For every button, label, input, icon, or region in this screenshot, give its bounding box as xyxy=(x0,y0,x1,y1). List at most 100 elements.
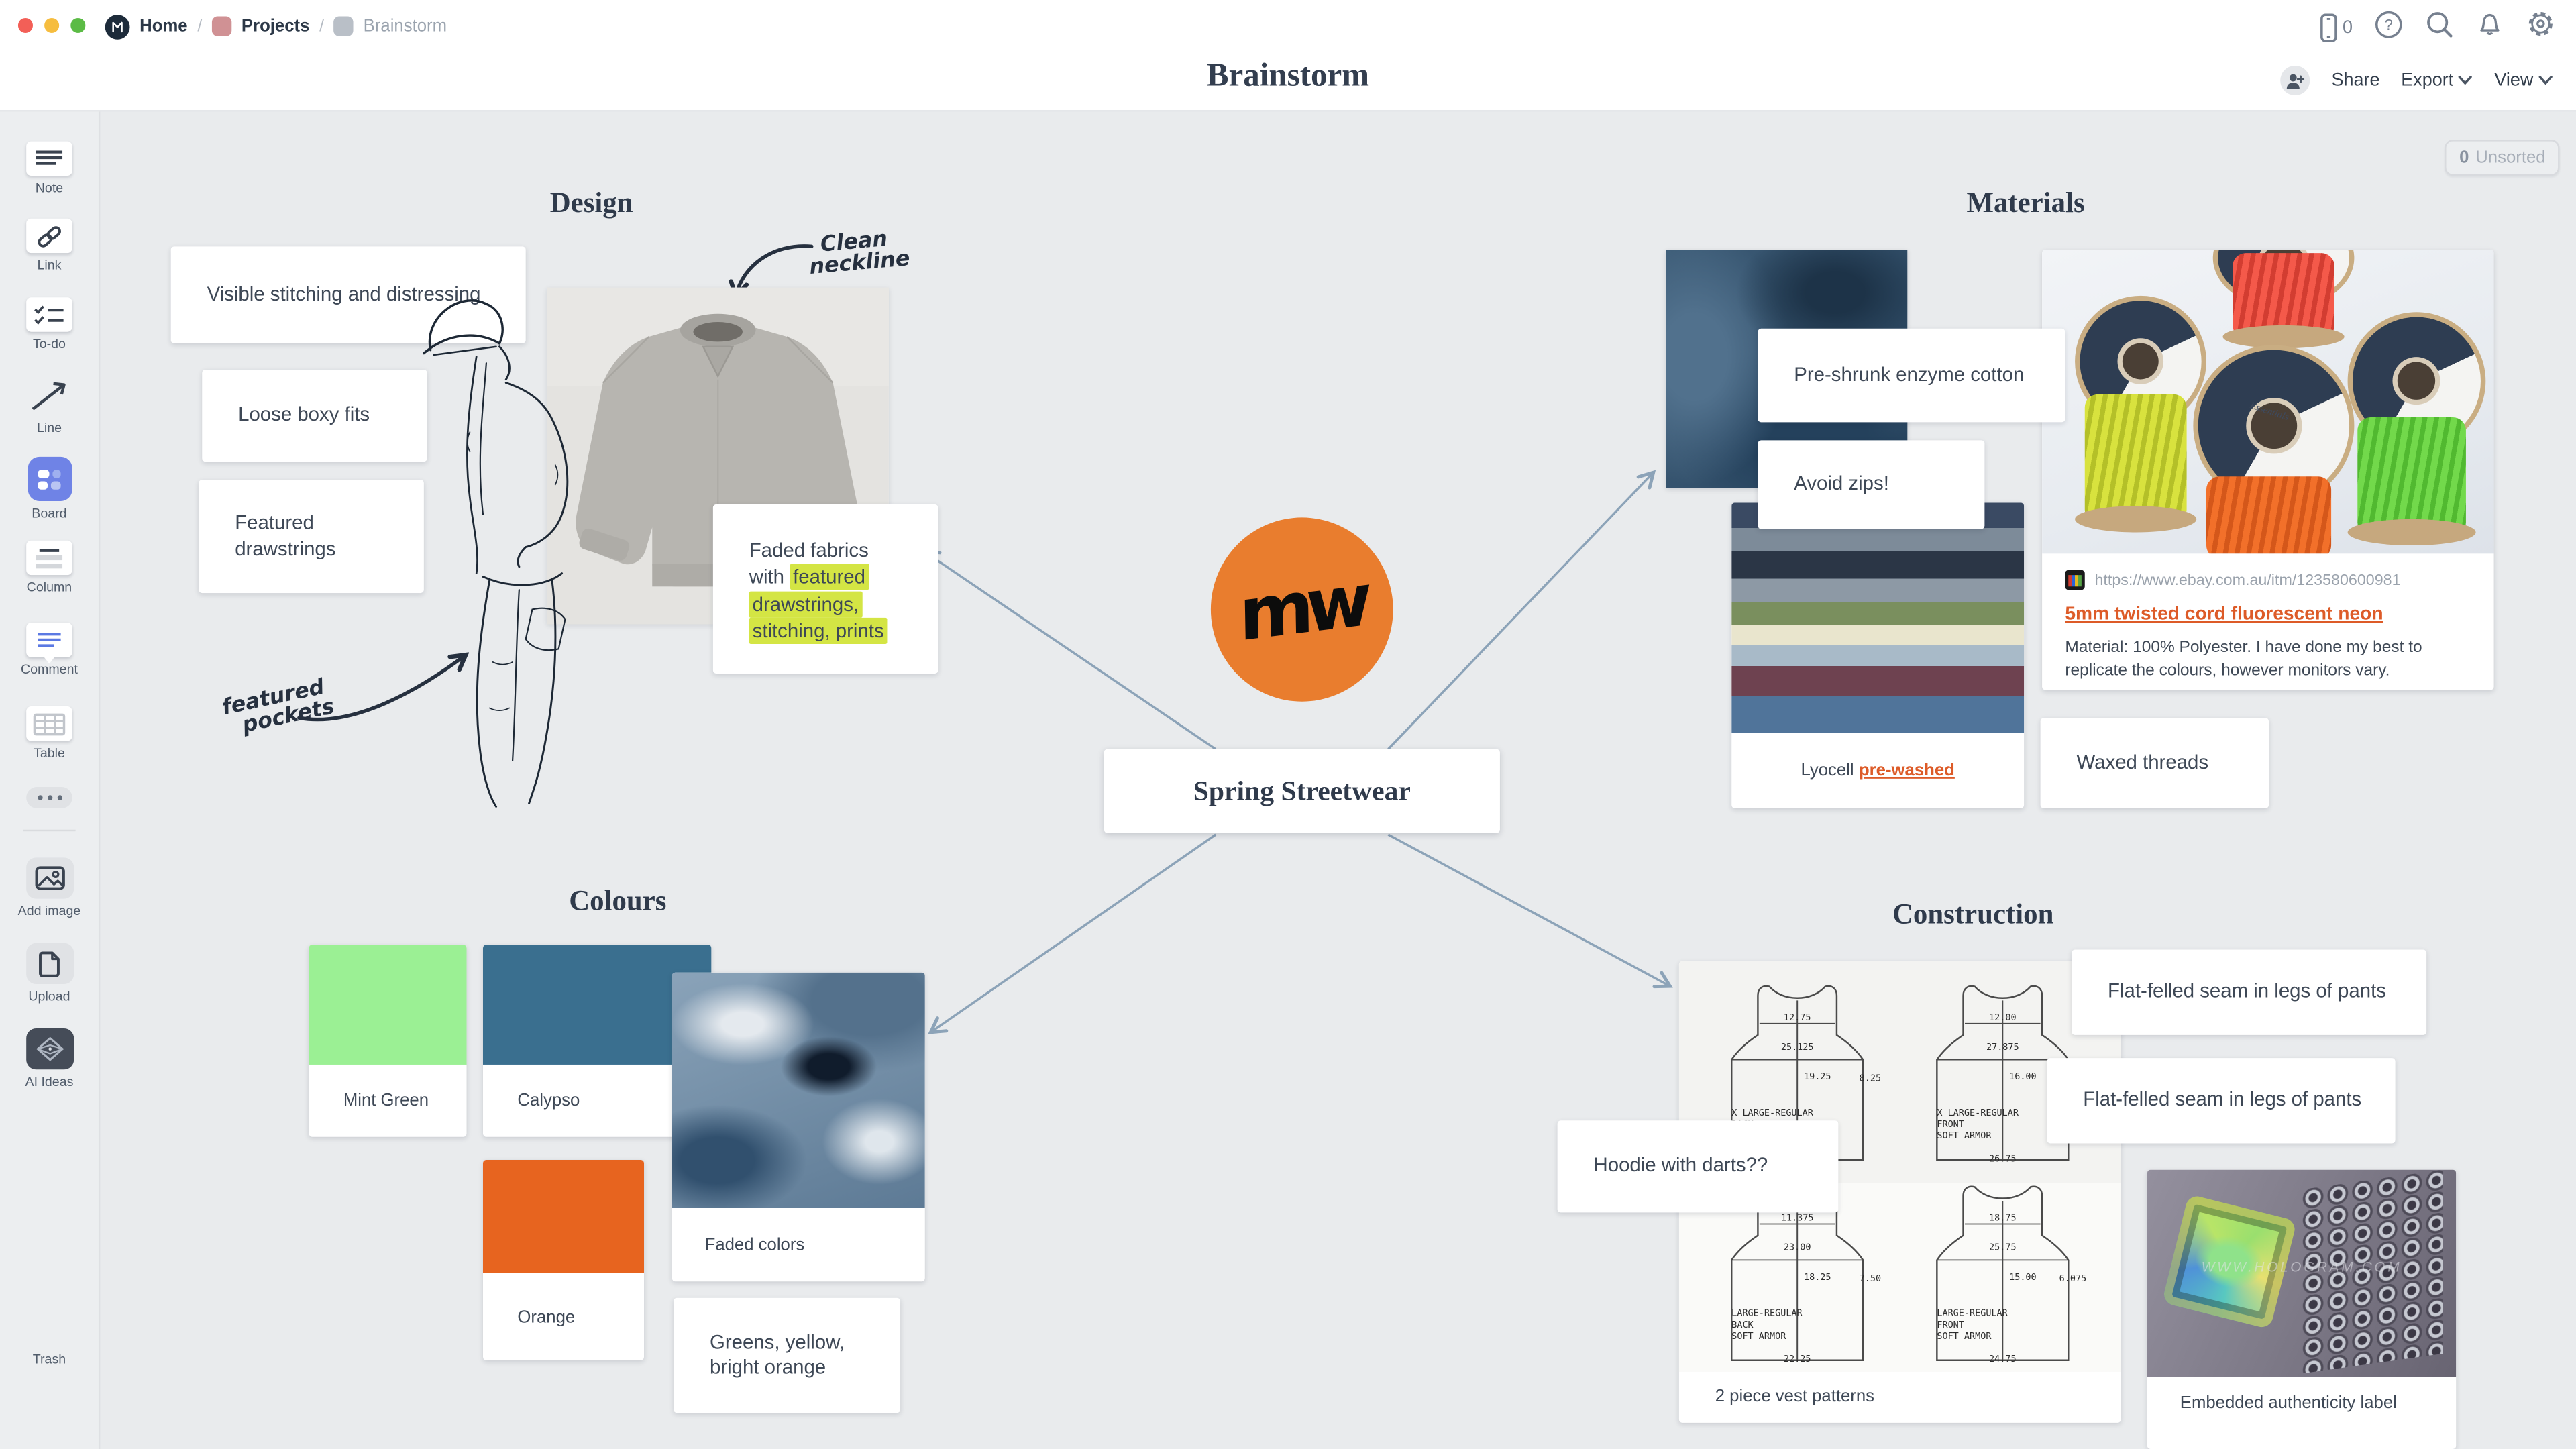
cord-spools-photo: Essentials xyxy=(2042,250,2494,554)
link-url[interactable]: https://www.ebay.com.au/itm/123580600981 xyxy=(2094,571,2401,589)
folded-fabrics-photo xyxy=(1731,502,2025,733)
tool-trash[interactable]: Trash xyxy=(32,1352,66,1367)
tool-note[interactable]: Note xyxy=(0,141,99,195)
search-icon[interactable] xyxy=(2425,9,2455,46)
note-card[interactable]: Flat-felled seam in legs of pants xyxy=(2047,1058,2396,1144)
tool-ai-ideas[interactable]: AI Ideas xyxy=(0,1028,99,1089)
page-title[interactable]: Brainstorm xyxy=(1206,57,1370,94)
link-title[interactable]: 5mm twisted cord fluorescent neon xyxy=(2065,604,2383,625)
note-card[interactable]: Avoid zips! xyxy=(1758,440,1985,529)
tool-link[interactable]: Link xyxy=(0,218,99,273)
notifications-bell-icon[interactable] xyxy=(2476,9,2504,46)
highlighted-text: featured xyxy=(790,564,869,590)
center-topic-card[interactable]: Spring Streetwear xyxy=(1104,749,1500,833)
comment-icon xyxy=(26,623,72,664)
lyocell-image-card[interactable]: Lyocell pre-washed xyxy=(1731,502,2025,808)
svg-text:?: ? xyxy=(2385,15,2393,32)
note-card[interactable]: Featured drawstrings xyxy=(199,480,424,594)
tool-todo[interactable]: To-do xyxy=(0,297,99,352)
window-zoom-button[interactable] xyxy=(70,17,86,33)
brand-logo-image[interactable]: mw xyxy=(1210,517,1393,702)
breadcrumb-home[interactable]: Home xyxy=(140,16,188,36)
settings-gear-icon[interactable] xyxy=(2525,8,2557,48)
breadcrumb-separator: / xyxy=(319,17,324,36)
window-close-button[interactable] xyxy=(17,17,33,33)
ai-ideas-gem-icon xyxy=(25,1028,73,1070)
hologram-label-photo: WWW.HOLOGRAM.COM xyxy=(2147,1169,2457,1377)
highlighted-text: drawstrings, xyxy=(749,590,862,617)
note-card-faded-fabrics[interactable]: Faded fabrics with featured drawstrings,… xyxy=(712,504,938,674)
note-card[interactable]: Pre-shrunk enzyme cotton xyxy=(1758,328,2065,423)
handwritten-annotation-neckline[interactable]: Clean neckline xyxy=(808,227,912,280)
center-topic-title: Spring Streetwear xyxy=(1193,774,1411,806)
section-heading-construction[interactable]: Construction xyxy=(1892,897,2054,930)
tie-dye-image-card[interactable]: Faded colors xyxy=(672,972,925,1282)
device-sync-button[interactable]: 0 xyxy=(2320,13,2353,43)
table-icon xyxy=(26,706,72,741)
note-card[interactable]: Flat-felled seam in legs of pants xyxy=(2072,949,2427,1035)
link-icon xyxy=(26,218,72,254)
add-image-icon xyxy=(25,857,73,899)
breadcrumb-current: Brainstorm xyxy=(363,16,447,36)
tie-dye-photo xyxy=(672,972,925,1208)
help-button[interactable]: ? xyxy=(2374,9,2404,46)
breadcrumb-separator: / xyxy=(197,17,203,36)
section-heading-colours[interactable]: Colours xyxy=(569,883,667,917)
mint-green-swatch xyxy=(309,945,467,1065)
top-icon-row: 0 ? xyxy=(2320,8,2557,48)
more-options-icon xyxy=(26,787,72,808)
tool-more[interactable] xyxy=(0,787,99,808)
brand-logo-glyph: mw xyxy=(1238,559,1365,659)
breadcrumb-projects[interactable]: Projects xyxy=(241,16,310,36)
tool-upload[interactable]: Upload xyxy=(0,943,99,1004)
color-swatch-card-mint[interactable]: Mint Green xyxy=(309,945,467,1137)
projects-board-icon[interactable] xyxy=(211,16,232,36)
note-card[interactable]: Visible stitching and distressing xyxy=(170,246,526,343)
tool-board[interactable]: Board xyxy=(0,456,99,521)
board-icon xyxy=(27,456,72,501)
window-minimize-button[interactable] xyxy=(44,17,60,33)
note-icon xyxy=(26,141,72,176)
color-swatch-card-orange[interactable]: Orange xyxy=(483,1159,645,1360)
pre-washed-link[interactable]: pre-washed xyxy=(1858,760,1955,781)
vest-pattern-piece: 11.375 23.00 18.25 7.50 22.25 LARGE-REGU… xyxy=(1709,1175,1886,1368)
unsorted-badge[interactable]: 0 Unsorted xyxy=(2445,140,2561,176)
board-actions: Share Export View xyxy=(2280,65,2553,96)
tool-column[interactable]: Column xyxy=(0,540,99,595)
tool-add-image[interactable]: Add image xyxy=(0,857,99,918)
vest-pattern-piece: 18.75 25.75 15.00 6.075 24.75 LARGE-REGU… xyxy=(1914,1175,2091,1368)
upload-document-icon xyxy=(25,943,73,984)
link-description: Material: 100% Polyester. I have done my… xyxy=(2065,639,2422,680)
export-button[interactable]: Export xyxy=(2401,70,2473,91)
vest-pattern-piece: 12.00 27.875 16.00 26.75 X LARGE-REGULAR… xyxy=(1914,974,2091,1168)
section-heading-materials[interactable]: Materials xyxy=(1966,185,2085,219)
chevron-down-icon xyxy=(2459,76,2473,85)
note-card[interactable]: Waxed threads xyxy=(2040,718,2269,808)
tool-comment[interactable]: Comment xyxy=(0,623,99,677)
image-caption: Embedded authenticity label xyxy=(2180,1393,2397,1413)
milanote-logo-icon[interactable] xyxy=(105,13,130,39)
share-button[interactable]: Share xyxy=(2331,70,2380,91)
column-icon xyxy=(26,540,72,576)
line-arrow-icon xyxy=(0,376,99,416)
hologram-image-card[interactable]: WWW.HOLOGRAM.COM Embedded authenticity l… xyxy=(2147,1169,2457,1449)
fashion-sketch-drawing[interactable] xyxy=(374,268,645,813)
tool-table[interactable]: Table xyxy=(0,706,99,761)
ebay-link-card[interactable]: Essentials https://www.ebay.com.au/itm/1… xyxy=(2042,250,2494,690)
sidebar-divider xyxy=(23,829,76,832)
add-collaborator-icon[interactable] xyxy=(2280,65,2310,96)
note-card[interactable]: Loose boxy fits xyxy=(202,370,427,462)
chevron-down-icon xyxy=(2538,76,2553,85)
tool-line[interactable]: Line xyxy=(0,376,99,435)
note-card[interactable]: Hoodie with darts?? xyxy=(1557,1120,1839,1213)
view-button[interactable]: View xyxy=(2494,70,2553,91)
watermark-text: WWW.HOLOGRAM.COM xyxy=(2201,1258,2402,1275)
toolbar-sidebar: Note Link To-do Line Board xyxy=(0,110,101,1449)
section-heading-design[interactable]: Design xyxy=(549,185,633,219)
note-card[interactable]: Greens, yellow, bright orange xyxy=(674,1297,901,1413)
titlebar: Home / Projects / Brainstorm Brainstorm … xyxy=(0,0,2576,112)
image-caption: 2 piece vest patterns xyxy=(1715,1386,1875,1407)
breadcrumb: Home / Projects / Brainstorm xyxy=(105,10,447,43)
device-count: 0 xyxy=(2342,17,2353,38)
